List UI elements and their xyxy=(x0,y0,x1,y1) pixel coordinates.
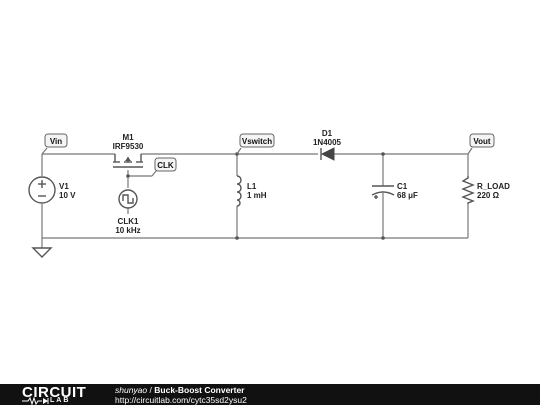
net-label-leader xyxy=(151,170,157,177)
resistor-zigzag-icon xyxy=(461,176,475,204)
square-wave-icon xyxy=(122,194,134,204)
net-label-leader xyxy=(41,147,48,155)
inductor-l1[interactable]: L1 1 mH xyxy=(236,175,267,207)
footer-url-line: http://circuitlab.com/cytc35sd2ysu2 xyxy=(115,395,247,405)
logo-main-text: CIRCUIT xyxy=(22,384,87,401)
footer-bar: CIRCUIT LAB shunyao / Buck-Boost Convert… xyxy=(0,384,540,405)
junction-gate xyxy=(126,174,130,178)
capacitor-plate-bottom xyxy=(371,191,395,196)
r-load-name: R_LOAD xyxy=(477,182,510,191)
author-name[interactable]: shunyao xyxy=(115,385,148,395)
net-label-text: Vin xyxy=(50,137,62,146)
circuit-title: Buck-Boost Converter xyxy=(154,385,245,395)
net-label-vswitch[interactable]: Vswitch xyxy=(236,133,275,155)
net-label-text: Vout xyxy=(473,137,491,146)
mosfet-m1[interactable]: M1 IRF9530 xyxy=(113,133,144,168)
clock-source-symbol xyxy=(118,189,138,209)
voltage-source-symbol xyxy=(28,176,56,204)
net-label-leader xyxy=(467,147,473,155)
wires xyxy=(41,153,469,248)
schematic-canvas: V1 10 V M1 IRF9530 CLK1 10 kHz L1 1 mH D… xyxy=(28,129,510,258)
net-label-box xyxy=(44,133,68,148)
r-load-value: 220 Ω xyxy=(477,191,500,200)
l1-value: 1 mH xyxy=(247,191,267,200)
clk1-value: 10 kHz xyxy=(115,226,140,235)
net-label-vin[interactable]: Vin xyxy=(41,133,68,155)
c1-name: C1 xyxy=(397,182,408,191)
net-label-leader xyxy=(236,147,242,155)
diode-triangle-icon xyxy=(320,147,335,161)
l1-name: L1 xyxy=(247,182,257,191)
junction-l1-bottom xyxy=(235,236,239,240)
net-label-box xyxy=(239,133,275,148)
m1-value: IRF9530 xyxy=(113,142,144,151)
title-separator: / xyxy=(149,385,152,395)
m1-name: M1 xyxy=(122,133,134,142)
footer-title-line: shunyao / Buck-Boost Converter xyxy=(115,385,247,395)
net-label-clk[interactable]: CLK xyxy=(151,157,177,177)
junction-c1-bottom xyxy=(381,236,385,240)
clk1-name: CLK1 xyxy=(118,217,139,226)
junction-c1-top xyxy=(381,152,385,156)
net-label-text: Vswitch xyxy=(242,137,272,146)
inductor-coil-icon xyxy=(236,175,242,207)
footer-meta: shunyao / Buck-Boost Converter http://ci… xyxy=(115,385,247,405)
logo-sub-text: LAB xyxy=(50,397,71,404)
net-label-box xyxy=(469,133,495,148)
capacitor-c1[interactable]: C1 68 μF xyxy=(371,182,418,200)
net-label-text: CLK xyxy=(157,161,174,170)
v1-value: 10 V xyxy=(59,191,76,200)
d1-name: D1 xyxy=(322,129,333,138)
net-label-box xyxy=(154,157,177,172)
circuitlab-logo[interactable]: CIRCUIT LAB xyxy=(22,384,94,405)
d1-value: 1N4005 xyxy=(313,138,342,147)
circuit-url-link[interactable]: http://circuitlab.com/cytc35sd2ysu2 xyxy=(115,395,247,405)
diode-d1[interactable]: D1 1N4005 xyxy=(313,129,342,161)
ground-symbol xyxy=(31,247,53,258)
junctions xyxy=(126,152,385,240)
v1-name: V1 xyxy=(59,182,69,191)
mosfet-arrow-icon xyxy=(125,157,131,161)
net-label-vout[interactable]: Vout xyxy=(467,133,495,155)
clock-source-clk1[interactable]: CLK1 10 kHz xyxy=(115,189,141,235)
ground-icon xyxy=(31,247,53,258)
c1-value: 68 μF xyxy=(397,191,418,200)
resistor-r-load[interactable]: R_LOAD 220 Ω xyxy=(461,176,510,204)
logo-circuit-icon xyxy=(22,397,49,405)
voltage-source-v1[interactable]: V1 10 V xyxy=(28,176,76,204)
